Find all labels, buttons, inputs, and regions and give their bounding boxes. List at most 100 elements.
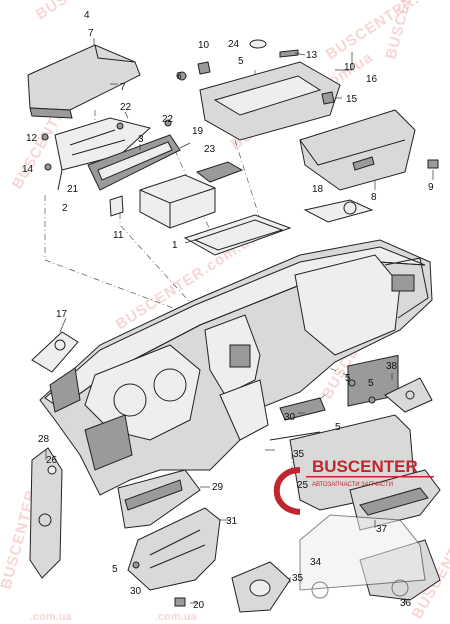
logo-underline (306, 476, 434, 478)
screw-5 (132, 561, 140, 569)
callout-21: 21 (67, 184, 79, 195)
leader-line (124, 111, 129, 119)
assembly-line (119, 200, 216, 331)
callout-17: 17 (56, 309, 68, 320)
van-body (299, 514, 426, 591)
a-pillar-trim (29, 447, 63, 579)
callout-31: 30 (130, 586, 142, 597)
cover-edge (29, 107, 73, 119)
callout-19: 19 (192, 126, 204, 137)
callout-5: 5 (345, 373, 351, 384)
right-vent-housing (384, 257, 429, 319)
callout-1: 1 (172, 240, 178, 251)
column-cover-lower (127, 507, 221, 591)
callout-3: 3 (138, 134, 144, 145)
callout-4: 4 (84, 10, 90, 21)
callout-37: 37 (376, 524, 388, 535)
callout-38: 38 (386, 361, 398, 372)
leader-line (59, 317, 67, 333)
callout-20: 20 (193, 600, 205, 611)
screw-5 (368, 396, 376, 404)
assembly-line (44, 195, 206, 321)
column-cover-trim (124, 479, 183, 511)
top-instrument-cover (27, 44, 141, 119)
screw-22 (116, 122, 124, 130)
cover-ridge (94, 44, 136, 63)
callout-5: 5 (368, 378, 374, 389)
callout-7: 7 (120, 82, 126, 93)
callout-18: 18 (312, 184, 324, 195)
speaker-grille-mesh (343, 201, 357, 215)
logo-wordmark: BUSCENTER (312, 457, 418, 476)
tray-insert (195, 161, 244, 183)
callout-23: 23 (204, 144, 216, 155)
leader-line (179, 142, 191, 149)
left-lower-panel (84, 414, 133, 471)
gauge-left (113, 383, 147, 417)
glove-box-lid (299, 109, 439, 191)
lid-handle (352, 156, 375, 171)
watermark-text: BUSCENTER.com.ua (33, 0, 182, 23)
center-console-recess (294, 254, 401, 356)
ashtray-slot (359, 487, 429, 516)
cluster-frame-inner (97, 141, 173, 181)
callout-15: 15 (346, 94, 358, 105)
buscenter-logo: BUSCENTER АВТОЗАПЧАСТИ ЗАПЧАСТИ (273, 457, 434, 515)
callout-26: 26 (46, 455, 58, 466)
screw-12 (41, 133, 49, 141)
latch-9 (427, 159, 439, 169)
switch-29 (279, 397, 326, 421)
callout-numbers: 4 7 7 22 12 14 21 2 3 22 11 19 23 6 10 2… (22, 10, 434, 611)
gauge-right (153, 368, 187, 402)
callout-22: 22 (162, 114, 174, 125)
callout-16: 16 (366, 74, 378, 85)
fasteners (41, 61, 376, 569)
watermark-text: .com.ua (30, 611, 72, 623)
tweeter-grille (38, 513, 52, 527)
steering-column-covers (117, 469, 291, 613)
small-cover-plate (109, 195, 124, 217)
rod-35 (269, 431, 321, 441)
clip-24 (249, 39, 267, 49)
storage-trays (139, 161, 244, 229)
center-switch-block (229, 344, 251, 368)
leader-line (294, 52, 306, 56)
callout-5: 5 (112, 564, 118, 575)
trim-hole (405, 390, 415, 400)
callout-36: 36 (400, 598, 412, 609)
speaker-grille-left (31, 331, 79, 373)
steering-column-opening (219, 379, 269, 441)
callout-5: 5 (335, 422, 341, 433)
watermark-text: .com.ua (155, 611, 197, 623)
clip-26 (47, 465, 57, 475)
callout-11: 11 (113, 230, 124, 241)
screw-13 (279, 49, 299, 58)
leader-line (184, 239, 196, 244)
callout-14: 14 (22, 164, 34, 175)
dashboard-body (39, 214, 433, 496)
bumper-15 (321, 91, 335, 105)
left-side-vent (49, 367, 81, 413)
callout-8: 8 (371, 192, 377, 203)
leader-lines (45, 38, 434, 604)
callout-13: 13 (306, 50, 318, 61)
callout-25: 25 (297, 480, 309, 491)
storage-box-edges (139, 187, 216, 228)
right-vent (391, 274, 415, 292)
callout-28: 28 (38, 434, 50, 445)
lid-ridge (299, 139, 406, 166)
glovebox-opening (213, 75, 322, 116)
column-cover-ribs (149, 529, 206, 569)
upper-glove-box (199, 39, 341, 141)
clip-10 (197, 61, 211, 75)
screw-6 (177, 71, 187, 81)
callout-6: 6 (176, 71, 182, 82)
screw-14 (44, 163, 52, 171)
instrument-bracket (54, 117, 181, 191)
triangular-trim-38 (384, 377, 433, 413)
lid-shell (299, 109, 416, 191)
callout-35: 35 (293, 449, 305, 460)
callout-5: 5 (238, 56, 244, 67)
bracket-details (57, 129, 126, 191)
